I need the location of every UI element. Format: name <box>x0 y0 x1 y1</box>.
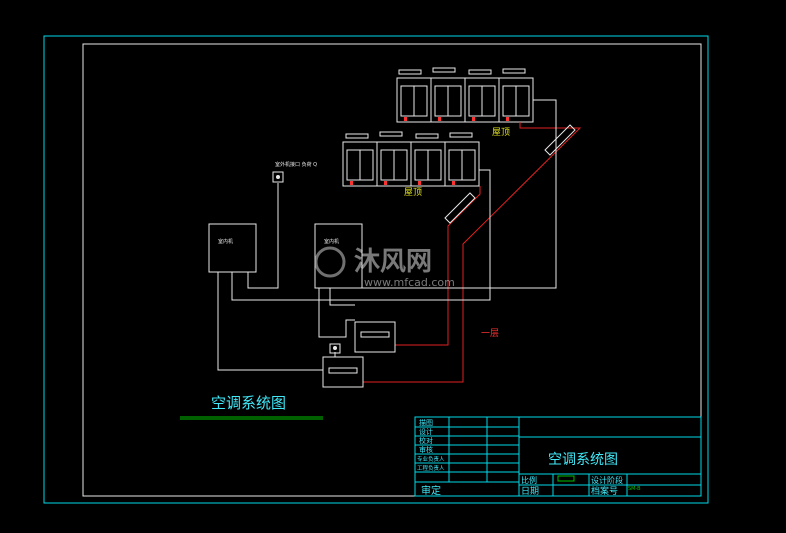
label-first-floor: 一层 <box>481 328 499 339</box>
equipment-box-upper <box>354 321 396 353</box>
tb-archive-label: 档案号 <box>591 485 618 497</box>
watermark-logo <box>314 246 346 278</box>
tb-drawing-name: 空调系统图 <box>548 452 618 468</box>
watermark: 沐风网 www.mfcad.com <box>314 246 455 289</box>
tb-row-5: 工程负责人 <box>417 464 445 472</box>
scale-value-box <box>557 475 575 482</box>
inner-frame <box>82 43 702 497</box>
label-box-left: 室内机 <box>218 238 233 245</box>
branch-pipe-box <box>444 124 576 224</box>
watermark-brand: 沐风网 <box>354 247 432 277</box>
outdoor-unit-group-roof-2 <box>342 131 480 187</box>
indoor-unit-box-left <box>208 223 257 273</box>
tb-row-0: 描图 <box>419 418 433 427</box>
equipment-box-upper-slot <box>360 331 390 338</box>
equipment-box-lower <box>322 356 364 388</box>
indoor-unit-box-mid <box>314 223 363 289</box>
label-roof-2: 屋顶 <box>404 187 422 198</box>
roof-2-red-markers <box>350 181 455 185</box>
label-roof-1: 屋顶 <box>492 127 510 138</box>
tb-stage-label: 设计阶段 <box>591 475 623 485</box>
refrigerant-piping <box>363 122 582 383</box>
tb-approve: 审定 <box>421 484 441 497</box>
tb-row-4: 专业负责人 <box>417 455 445 463</box>
small-valve-dot <box>333 346 337 350</box>
small-valve <box>329 343 341 354</box>
equipment-box-lower-slot <box>328 367 358 374</box>
main-title: 空调系统图 <box>211 394 286 412</box>
label-small-unit: 室外机接口 负荷 Q <box>275 161 317 168</box>
tb-scale-label: 比例 <box>521 475 537 485</box>
tb-row-1: 设计 <box>419 427 433 436</box>
title-block <box>414 416 702 497</box>
control-wiring <box>217 99 557 371</box>
wall-controller-dot <box>276 175 280 179</box>
wall-controller <box>272 171 284 183</box>
label-box-mid: 室内机 <box>324 238 339 245</box>
tb-row-3: 审核 <box>419 445 433 454</box>
tb-row-2: 校对 <box>419 436 433 445</box>
tb-archive-value: SM-B <box>628 486 641 492</box>
watermark-url: www.mfcad.com <box>364 276 455 289</box>
tb-date-label: 日期 <box>521 486 539 497</box>
outdoor-unit-group-roof-1 <box>396 67 556 123</box>
outer-frame <box>43 35 709 504</box>
roof-1-red-markers <box>404 117 509 121</box>
